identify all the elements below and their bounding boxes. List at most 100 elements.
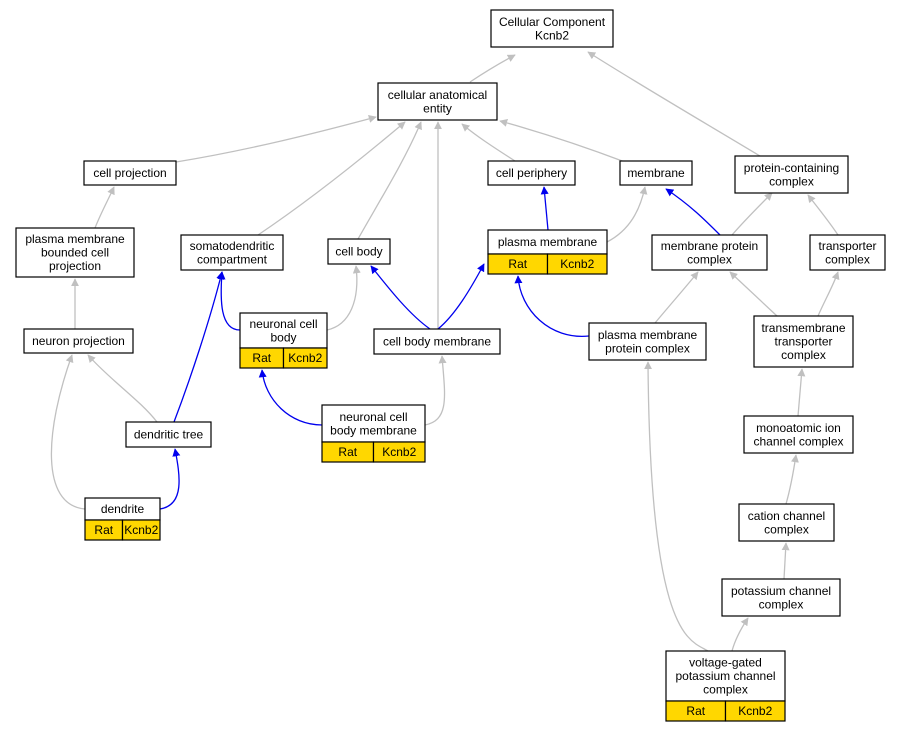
edge-cellbody-to-cae — [357, 121, 422, 240]
edge-dendrite-to-neuronprojection — [50, 354, 86, 510]
edge-somatodendritic-to-cae — [257, 121, 406, 236]
node-box — [665, 650, 786, 702]
node-box — [619, 160, 693, 186]
node-label: neuron projection — [32, 334, 125, 348]
edge-vgpc-to-pmpc — [644, 361, 709, 652]
node-cell-body-membrane[interactable]: cell body membrane — [373, 328, 501, 355]
edge-cbm-partof-cellbody — [370, 265, 431, 330]
node-label: dendrite — [101, 502, 145, 516]
node-label: protein-containing — [744, 161, 839, 175]
node-label: voltage-gated — [689, 656, 762, 670]
node-box — [377, 82, 498, 121]
edge-dendritictree-to-neuronprojection — [87, 354, 158, 423]
annotation-gene: Kcnb2 — [124, 523, 158, 537]
node-label: Cellular Component — [499, 15, 606, 29]
node-label: complex — [687, 252, 732, 266]
node-label: projection — [49, 259, 101, 273]
edge-potassium-to-cation — [781, 542, 790, 580]
node-label: body — [270, 330, 296, 344]
node-label: monoatomic ion — [756, 421, 841, 435]
node-label: complex — [825, 252, 870, 266]
node-label: plasma membrane — [498, 235, 598, 249]
node-box — [487, 160, 576, 186]
node-label: complex — [759, 597, 804, 611]
node-box — [125, 421, 212, 448]
node-box — [180, 234, 284, 271]
node-box — [588, 322, 707, 361]
node-box — [721, 578, 841, 617]
node-label: complex — [764, 522, 809, 536]
node-label: dendritic tree — [134, 428, 204, 442]
edge-mic-to-tmtc — [797, 368, 806, 417]
node-box — [490, 9, 614, 48]
edge-vgpc-to-potassium — [731, 617, 749, 652]
edge-plasmamembrane-partof-cellperiphery — [540, 186, 549, 231]
node-label: transporter — [818, 239, 876, 253]
node-box — [327, 238, 391, 265]
annotation-species: Rat — [508, 257, 527, 271]
edge-tmtc-to-mpc — [729, 271, 778, 317]
edge-cae-to-root — [469, 54, 516, 83]
node-label: membrane protein — [661, 239, 758, 253]
annotation-gene-cell — [724, 700, 786, 722]
node-label: transmembrane — [761, 321, 845, 335]
node-membrane[interactable]: membrane — [619, 160, 693, 186]
edge-cellprojection-to-cae — [175, 114, 377, 163]
node-box — [651, 234, 768, 271]
annotation-species: Rat — [338, 445, 357, 459]
annotation-species: Rat — [94, 523, 113, 537]
node-label: body membrane — [330, 423, 417, 437]
node-box — [734, 155, 849, 194]
annotation-gene: Kcnb2 — [560, 257, 594, 271]
node-label: cell body membrane — [383, 335, 491, 349]
node-label: plasma membrane — [25, 232, 125, 246]
node-label: somatodendritic — [190, 239, 275, 253]
node-cell-body[interactable]: cell body — [327, 238, 391, 265]
edge-dendritictree-partof-somatodendritic — [173, 271, 225, 423]
node-label: complex — [769, 174, 814, 188]
edge-ncb-to-cellbody — [326, 265, 361, 331]
node-box — [15, 227, 135, 278]
node-label: cell body — [335, 245, 382, 259]
node-box — [753, 315, 854, 368]
node-cell-periphery[interactable]: cell periphery — [487, 160, 576, 186]
node-neuron-projection[interactable]: neuron projection — [23, 328, 134, 354]
node-label: channel complex — [753, 434, 843, 448]
node-dendritic-tree[interactable]: dendritic tree — [125, 421, 212, 448]
node-label: neuronal cell — [339, 410, 407, 424]
annotation-gene-cell — [121, 519, 161, 541]
node-label: neuronal cell — [249, 317, 317, 331]
node-label: membrane — [627, 166, 685, 180]
edge-mpc-to-pcc — [731, 192, 773, 236]
edge-ncbm-to-cbm — [424, 355, 447, 426]
edges — [50, 51, 840, 652]
node-label: complex — [781, 348, 826, 362]
edge-tmtc-to-transporter — [817, 271, 840, 317]
node-box — [487, 229, 608, 255]
annotation-gene-cell — [282, 347, 328, 369]
node-label: compartment — [197, 252, 268, 266]
edge-ncb-partof-somatodendritic — [217, 271, 241, 331]
node-box — [738, 503, 835, 542]
node-cell-projection[interactable]: cell projection — [83, 160, 177, 186]
edge-cellperiphery-to-cae — [461, 123, 516, 162]
